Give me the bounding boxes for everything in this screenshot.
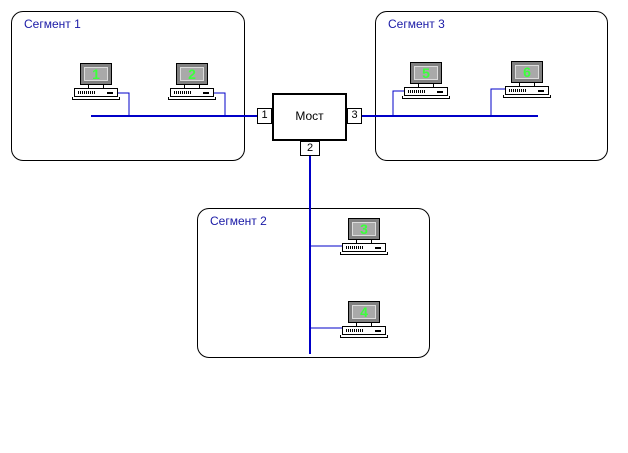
monitor-icon: 3: [348, 218, 380, 240]
keyboard-icon: [342, 243, 386, 252]
computer-4: 4: [340, 301, 388, 345]
bridge-port-2: 2: [300, 141, 320, 156]
pc-2-cable: [212, 92, 226, 116]
keyboard-icon: [74, 88, 118, 97]
bridge-port-3: 3: [347, 108, 362, 124]
monitor-icon: 4: [348, 301, 380, 323]
keyboard-icon: [170, 88, 214, 97]
monitor-icon: 2: [176, 63, 208, 85]
keyboard-icon: [404, 87, 448, 96]
computer-1: 1: [72, 63, 120, 107]
computer-3: 3: [340, 218, 388, 262]
segment-3-box: [375, 11, 608, 161]
segment-2-label: Сегмент 2: [210, 214, 267, 228]
monitor-icon: 6: [511, 61, 543, 83]
keyboard-icon: [505, 86, 549, 95]
computer-3-number: 3: [352, 222, 376, 236]
computer-4-number: 4: [352, 305, 376, 319]
monitor-icon: 1: [80, 63, 112, 85]
computer-6: 6: [503, 61, 551, 105]
segment-1-label: Сегмент 1: [24, 17, 81, 31]
computer-1-number: 1: [84, 67, 108, 81]
keyboard-icon: [342, 326, 386, 335]
bridge-label: Мост: [295, 109, 324, 123]
bridge-port-1: 1: [257, 108, 272, 124]
computer-2: 2: [168, 63, 216, 107]
bridge: Мост: [272, 93, 347, 141]
monitor-icon: 5: [410, 62, 442, 84]
computer-2-number: 2: [180, 67, 204, 81]
segment-2-box: [197, 208, 430, 358]
computer-5-number: 5: [414, 66, 438, 80]
segment-1-box: [11, 11, 245, 161]
computer-6-number: 6: [515, 65, 539, 79]
pc-6-cable: [490, 88, 505, 116]
pc-1-cable: [116, 92, 130, 116]
segment-3-label: Сегмент 3: [388, 17, 445, 31]
computer-5: 5: [402, 62, 450, 106]
